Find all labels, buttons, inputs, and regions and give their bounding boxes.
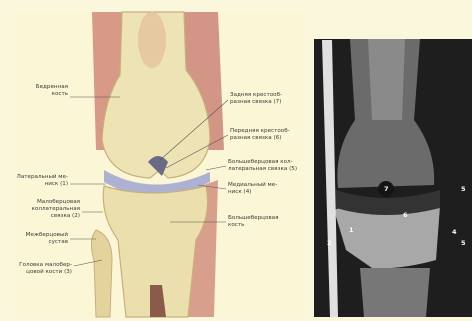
mri-number-5-lower: 5 xyxy=(461,239,466,247)
mri-number-1: 1 xyxy=(349,226,354,234)
label-medial-meniscus: Медиальный ме- ниск (4) xyxy=(228,182,277,196)
mri-number-5-upper: 5 xyxy=(461,185,466,193)
mri-number-6: 6 xyxy=(403,211,408,219)
label-lateral-meniscus: Латеральный ме- ниск (1) xyxy=(14,174,68,188)
label-tibiofibular-joint: Межберцовый сустав xyxy=(14,232,68,246)
label-tibial-collateral-ligament: Большеберцовая кол- латеральная связка (… xyxy=(228,159,297,173)
label-tibia: Большеберцовая кость xyxy=(228,215,278,229)
label-fibula-head: Головка малобер- цовой кости (3) xyxy=(14,262,72,276)
label-femur: Бедренная кость xyxy=(18,84,68,98)
label-posterior-cruciate-ligament: Задняя крестооб- разная связка (7) xyxy=(230,92,282,106)
label-fibular-collateral-ligament: Малоберцовая коллатеральная связка (2) xyxy=(14,199,80,220)
marrow-shape xyxy=(138,12,166,68)
mri-femur-marrow-shape xyxy=(368,39,405,120)
mri-shaft-shape xyxy=(360,268,430,317)
label-anterior-cruciate-ligament: Передняя крестооб- разная связка (6) xyxy=(230,128,290,142)
mri-number-2: 2 xyxy=(327,239,332,247)
mri-number-4: 4 xyxy=(452,228,457,236)
mri-number-7: 7 xyxy=(384,185,389,193)
